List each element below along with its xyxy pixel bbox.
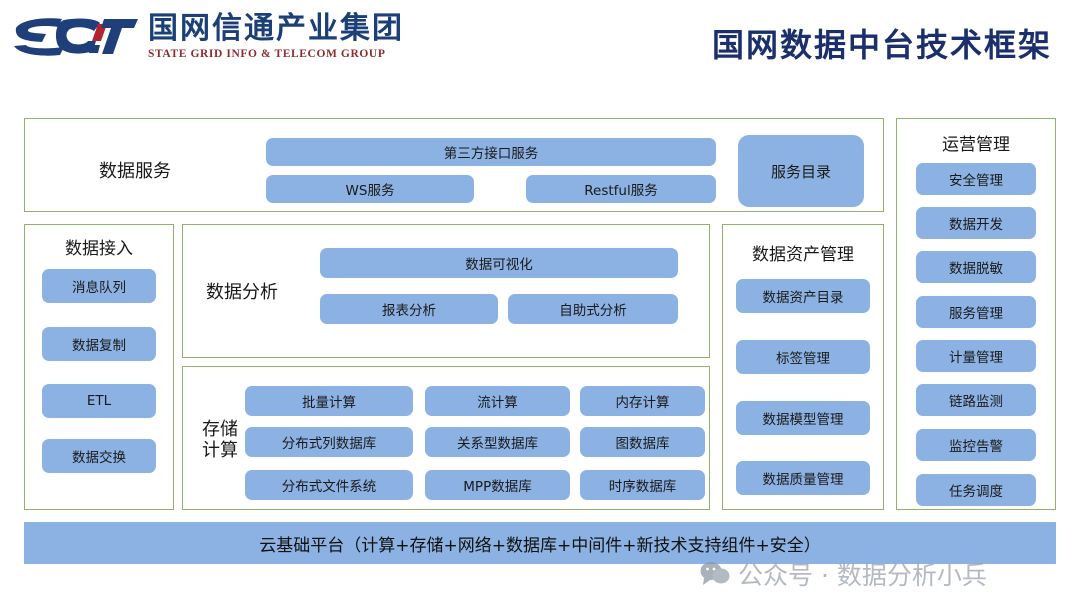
cloud-platform-bar: 云基础平台（计算+存储+网络+数据库+中间件+新技术支持组件+安全） <box>24 522 1056 564</box>
chip-service-management[interactable]: 服务管理 <box>916 296 1036 328</box>
chip-third-party-interface-service[interactable]: 第三方接口服务 <box>266 138 716 166</box>
page-header: 国网信通产业集团 STATE GRID INFO & TELECOM GROUP… <box>0 0 1080 100</box>
chip-distributed-file-system[interactable]: 分布式文件系统 <box>245 470 413 500</box>
chip-data-model-management[interactable]: 数据模型管理 <box>736 401 870 435</box>
chip-data-exchange[interactable]: 数据交换 <box>42 439 156 473</box>
wechat-icon <box>700 562 730 585</box>
page-title: 国网数据中台技术框架 <box>711 26 1052 64</box>
chip-service-catalog[interactable]: 服务目录 <box>738 135 864 207</box>
brand-wordmark: 国网信通产业集团 STATE GRID INFO & TELECOM GROUP <box>148 14 404 61</box>
chip-data-visualization[interactable]: 数据可视化 <box>320 248 678 278</box>
chip-metering-management[interactable]: 计量管理 <box>916 340 1036 372</box>
chip-batch-compute[interactable]: 批量计算 <box>245 386 413 416</box>
chip-graph-db[interactable]: 图数据库 <box>580 427 705 457</box>
chip-ws-service[interactable]: WS服务 <box>266 175 474 203</box>
storage-compute-label-line2: 计算 <box>202 439 238 461</box>
storage-compute-label: 存储 计算 <box>190 419 250 461</box>
storage-compute-label-line1: 存储 <box>202 419 238 440</box>
chip-message-queue[interactable]: 消息队列 <box>42 269 156 303</box>
chip-data-desensitization[interactable]: 数据脱敏 <box>916 251 1036 283</box>
asset-management-title: 数据资产管理 <box>752 245 854 265</box>
chip-data-development[interactable]: 数据开发 <box>916 207 1036 239</box>
operation-management-title: 运营管理 <box>942 135 1010 155</box>
chip-report-analysis[interactable]: 报表分析 <box>320 294 498 324</box>
chip-memory-compute[interactable]: 内存计算 <box>580 386 705 416</box>
data-analysis-label: 数据分析 <box>206 282 278 303</box>
chip-self-service-analysis[interactable]: 自助式分析 <box>508 294 678 324</box>
chip-data-asset-catalog[interactable]: 数据资产目录 <box>736 279 870 313</box>
brand-logo: 国网信通产业集团 STATE GRID INFO & TELECOM GROUP <box>12 14 404 61</box>
data-ingest-title: 数据接入 <box>65 239 133 259</box>
chip-data-replication[interactable]: 数据复制 <box>42 327 156 361</box>
chip-mpp-db[interactable]: MPP数据库 <box>425 470 570 500</box>
chip-restful-service[interactable]: Restful服务 <box>526 175 716 203</box>
chip-monitoring-alarm[interactable]: 监控告警 <box>916 429 1036 461</box>
chip-etl[interactable]: ETL <box>42 384 156 418</box>
chip-task-scheduling[interactable]: 任务调度 <box>916 474 1036 506</box>
brand-name-en: STATE GRID INFO & TELECOM GROUP <box>148 48 386 60</box>
chip-data-quality-management[interactable]: 数据质量管理 <box>736 461 870 495</box>
chip-link-monitoring[interactable]: 链路监测 <box>916 384 1036 416</box>
data-analysis-section <box>182 224 710 358</box>
data-service-label: 数据服务 <box>99 161 171 182</box>
brand-name-cn: 国网信通产业集团 <box>148 11 404 46</box>
chip-relational-db[interactable]: 关系型数据库 <box>425 427 570 457</box>
chip-tag-management[interactable]: 标签管理 <box>736 340 870 374</box>
sgit-logo-icon <box>14 18 138 56</box>
chip-timeseries-db[interactable]: 时序数据库 <box>580 470 705 500</box>
chip-stream-compute[interactable]: 流计算 <box>425 386 570 416</box>
chip-security-management[interactable]: 安全管理 <box>916 163 1036 195</box>
chip-distributed-column-db[interactable]: 分布式列数据库 <box>245 427 413 457</box>
